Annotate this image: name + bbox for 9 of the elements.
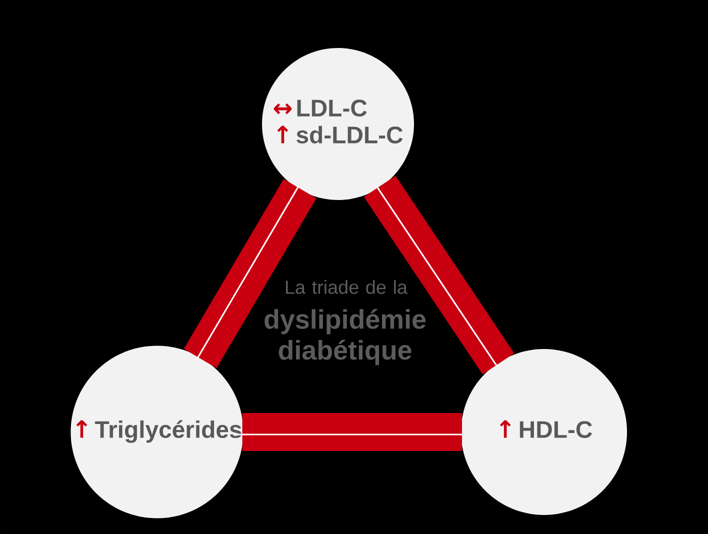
arrow-symbol: ↑ xyxy=(277,126,288,144)
arrow-symbol: ↑ xyxy=(76,420,88,438)
arrow-symbol: ↔ xyxy=(274,103,292,114)
circle-node: ↑ Triglycérides xyxy=(70,346,244,518)
heading-text: La triade de la xyxy=(286,280,408,294)
heading-text: dyslipidémie diabétique xyxy=(264,308,426,366)
arrow-symbol: ↑ xyxy=(500,420,511,438)
circle-node: ↑ HDL-C xyxy=(461,349,627,515)
circle-node: ↔ LDL-C ↑ sd-LDL-C xyxy=(262,48,414,200)
